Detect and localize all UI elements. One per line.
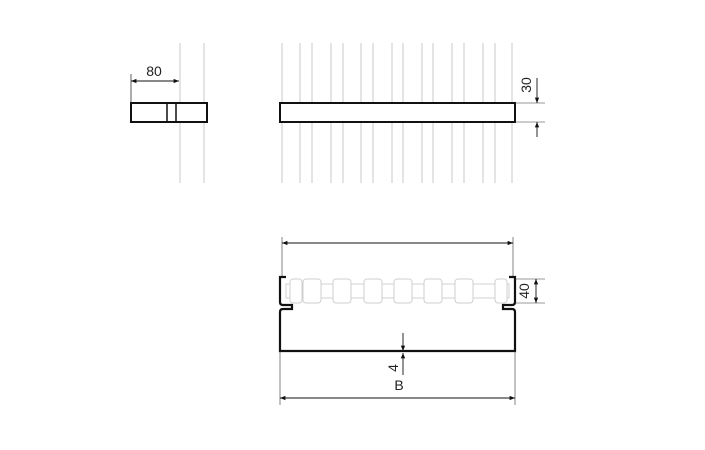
depth-dimension-label: 40 <box>516 283 532 299</box>
span-dimension-label: B <box>394 377 403 393</box>
width-dimension-label: 80 <box>146 63 162 79</box>
roller <box>423 278 443 304</box>
height-dimension-label: 30 <box>518 77 534 93</box>
thickness-dimension-label: 4 <box>385 364 401 372</box>
roller <box>454 278 474 304</box>
roller <box>494 278 508 304</box>
roller-chain <box>285 278 510 304</box>
roller <box>289 278 303 304</box>
roller <box>393 278 413 304</box>
roller <box>363 278 383 304</box>
cross-section-view: 40 4 B <box>278 237 545 405</box>
roller <box>302 278 322 304</box>
channel-profile <box>278 275 517 353</box>
front-view: 30 <box>279 77 545 137</box>
side-view: 80 <box>130 63 208 123</box>
roller <box>332 278 352 304</box>
